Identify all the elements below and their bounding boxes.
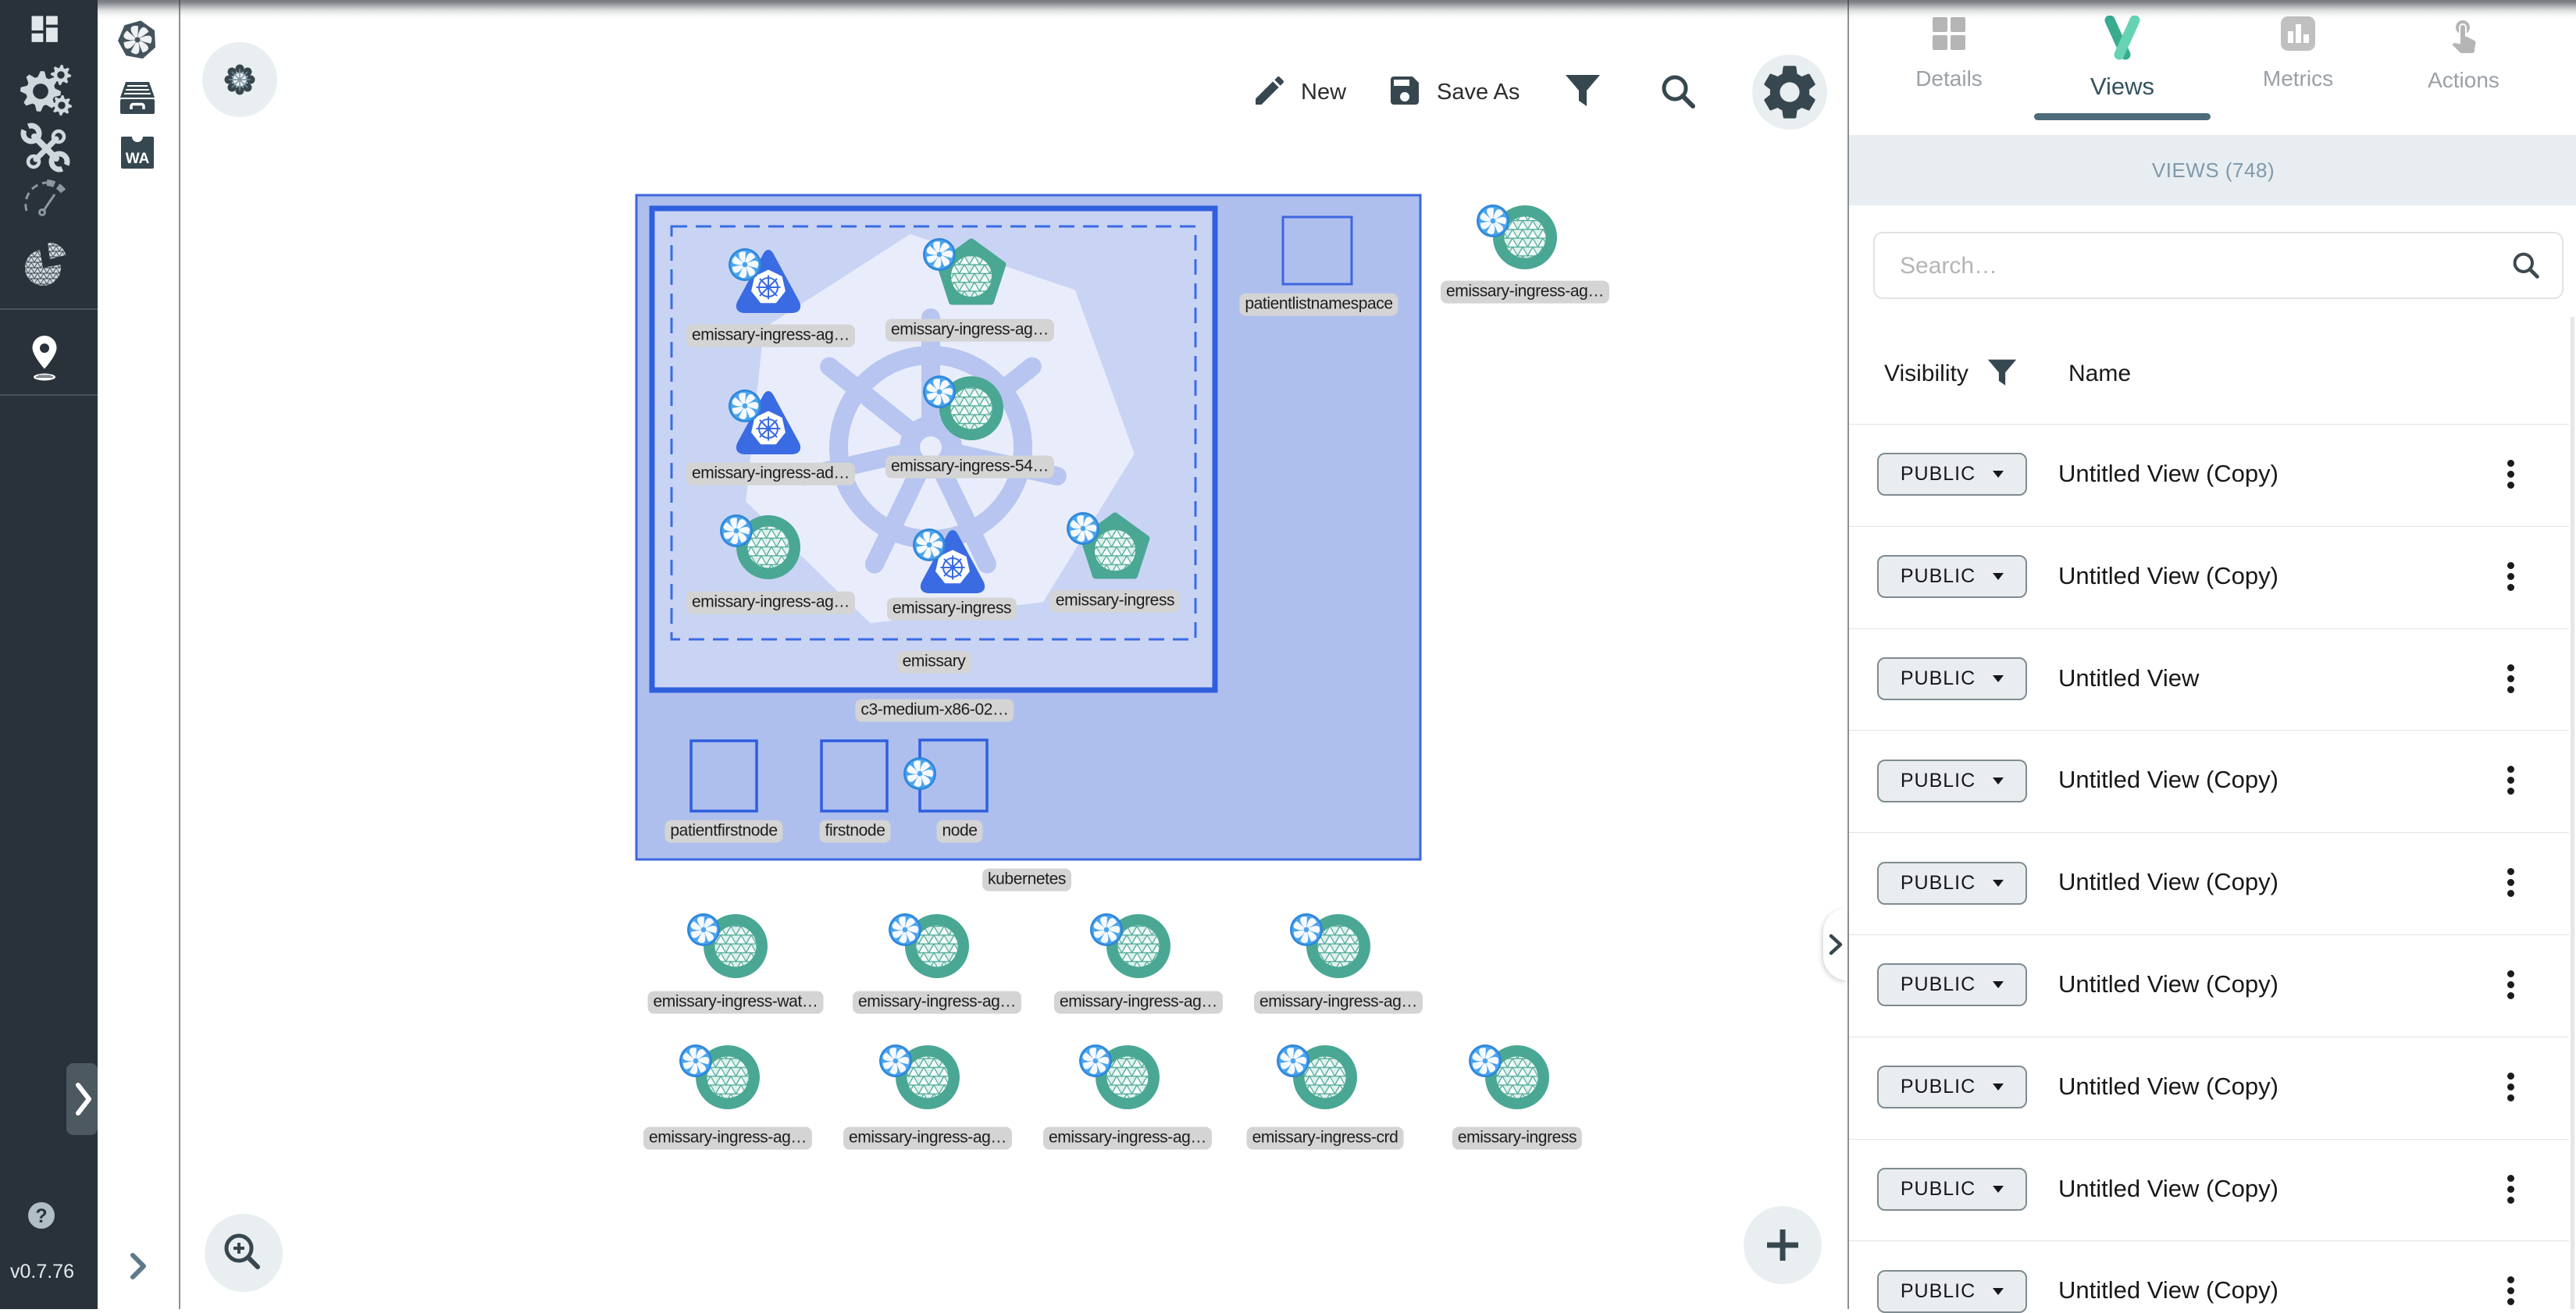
svg-text:v0.7.76: v0.7.76 bbox=[10, 1261, 74, 1283]
svg-text:WA: WA bbox=[126, 151, 150, 167]
svg-text:?: ? bbox=[35, 1205, 47, 1227]
